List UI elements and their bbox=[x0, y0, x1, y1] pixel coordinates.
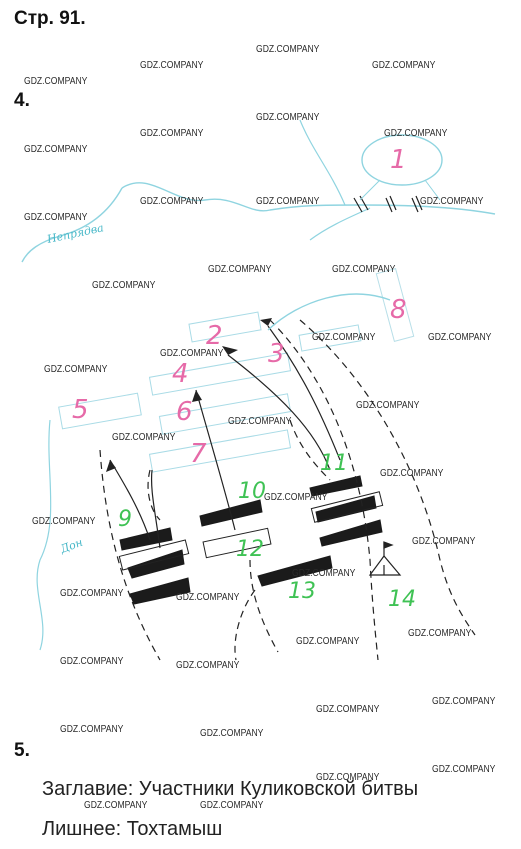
watermark: GDZ.COMPANY bbox=[176, 660, 240, 671]
watermark: GDZ.COMPANY bbox=[292, 568, 356, 579]
river-line bbox=[21, 187, 123, 263]
watermark: GDZ.COMPANY bbox=[332, 264, 396, 275]
watermark: GDZ.COMPANY bbox=[372, 60, 436, 71]
bridges bbox=[353, 195, 423, 213]
watermark: GDZ.COMPANY bbox=[428, 332, 492, 343]
watermark: GDZ.COMPANY bbox=[256, 112, 320, 123]
river-line bbox=[121, 182, 496, 215]
watermark: GDZ.COMPANY bbox=[264, 492, 328, 503]
task-5-number: 5. bbox=[14, 740, 30, 761]
attack-arrows bbox=[109, 325, 341, 549]
watermark: GDZ.COMPANY bbox=[420, 196, 484, 207]
arrow-heads bbox=[106, 318, 272, 472]
ambush-regiment bbox=[375, 267, 415, 343]
movement-arrows-dashed bbox=[99, 319, 476, 661]
watermark: GDZ.COMPANY bbox=[208, 264, 272, 275]
watermark: GDZ.COMPANY bbox=[92, 280, 156, 291]
map-number-5: 5 bbox=[72, 395, 89, 425]
watermark: GDZ.COMPANY bbox=[60, 656, 124, 667]
map-number-13: 13 bbox=[288, 579, 316, 604]
task-4-number: 4. bbox=[14, 90, 30, 111]
horde-camp-ellipse bbox=[361, 134, 443, 186]
russian-regiments bbox=[58, 311, 362, 473]
river-label-don: Дон bbox=[58, 536, 85, 556]
map-number-12: 12 bbox=[236, 537, 264, 562]
map-number-9: 9 bbox=[118, 507, 132, 532]
watermark: GDZ.COMPANY bbox=[60, 724, 124, 735]
watermark: GDZ.COMPANY bbox=[412, 536, 476, 547]
watermark: GDZ.COMPANY bbox=[228, 416, 292, 427]
watermark: GDZ.COMPANY bbox=[316, 772, 380, 783]
watermark: GDZ.COMPANY bbox=[408, 628, 472, 639]
watermark: GDZ.COMPANY bbox=[256, 44, 320, 55]
watermark: GDZ.COMPANY bbox=[140, 128, 204, 139]
watermark: GDZ.COMPANY bbox=[32, 516, 96, 527]
watermark: GDZ.COMPANY bbox=[60, 588, 124, 599]
map-number-11: 11 bbox=[320, 451, 348, 476]
watermark: GDZ.COMPANY bbox=[140, 196, 204, 207]
map-number-7: 7 bbox=[190, 439, 207, 469]
watermark: GDZ.COMPANY bbox=[380, 468, 444, 479]
watermark: GDZ.COMPANY bbox=[200, 800, 264, 811]
river-line bbox=[36, 419, 52, 651]
map-number-1: 1 bbox=[390, 145, 407, 175]
watermark: GDZ.COMPANY bbox=[24, 144, 88, 155]
map-number-6: 6 bbox=[176, 397, 193, 427]
answer-title-line: Заглавие: Участники Куликовской битвы bbox=[42, 778, 419, 800]
watermark: GDZ.COMPANY bbox=[24, 76, 88, 87]
watermark: GDZ.COMPANY bbox=[44, 364, 108, 375]
map-number-10: 10 bbox=[238, 479, 266, 504]
map-number-4: 4 bbox=[172, 359, 189, 389]
map-number-8: 8 bbox=[390, 295, 407, 325]
ambush-arrow bbox=[267, 293, 391, 331]
watermark: GDZ.COMPANY bbox=[256, 196, 320, 207]
watermark: GDZ.COMPANY bbox=[316, 704, 380, 715]
watermark: GDZ.COMPANY bbox=[432, 764, 496, 775]
tent-icon bbox=[368, 541, 402, 576]
watermark: GDZ.COMPANY bbox=[296, 636, 360, 647]
map-number-2: 2 bbox=[206, 321, 223, 351]
answer-extra-line: Лишнее: Тохтамыш bbox=[42, 818, 223, 840]
river-line bbox=[309, 207, 371, 241]
river-line bbox=[299, 119, 346, 206]
watermark: GDZ.COMPANY bbox=[356, 400, 420, 411]
watermark: GDZ.COMPANY bbox=[176, 592, 240, 603]
watermark: GDZ.COMPANY bbox=[24, 212, 88, 223]
horde-outline bbox=[118, 491, 384, 571]
watermark: GDZ.COMPANY bbox=[84, 800, 148, 811]
map-number-14: 14 bbox=[388, 587, 416, 612]
watermark: GDZ.COMPANY bbox=[112, 432, 176, 443]
map-number-3: 3 bbox=[268, 339, 285, 369]
watermark: GDZ.COMPANY bbox=[140, 60, 204, 71]
watermark: GDZ.COMPANY bbox=[200, 728, 264, 739]
watermark: GDZ.COMPANY bbox=[384, 128, 448, 139]
page-title: Стр. 91. bbox=[14, 8, 86, 29]
watermark: GDZ.COMPANY bbox=[160, 348, 224, 359]
battle-map: Непрядва Дон bbox=[21, 119, 496, 661]
river-label-neprydva: Непрядва bbox=[45, 221, 105, 246]
watermark: GDZ.COMPANY bbox=[312, 332, 376, 343]
watermark: GDZ.COMPANY bbox=[432, 696, 496, 707]
